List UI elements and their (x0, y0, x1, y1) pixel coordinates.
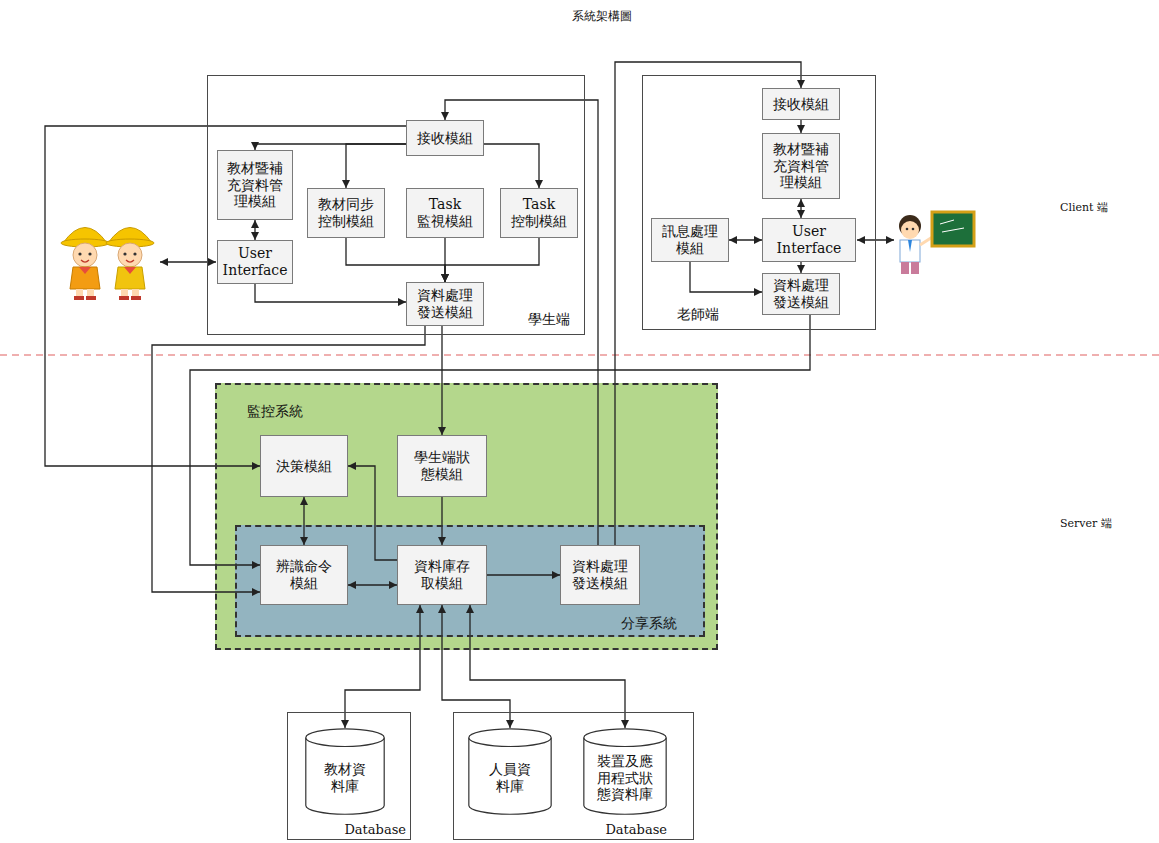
module-box: 訊息處理模組 (651, 218, 729, 262)
connector (346, 238, 445, 282)
connector (303, 497, 304, 545)
connector (690, 262, 762, 292)
connector (800, 199, 801, 218)
connector (729, 239, 762, 240)
box-label: 教材暨補充資料管理模組 (769, 141, 833, 191)
connector (45, 126, 406, 466)
group-box: 監控系統決策模組 學生端狀態模組分享系統 辨識命令模組 資料庫存取模組 資料處理發送模組 (215, 383, 718, 650)
group-box: Database 教材資料庫 (287, 712, 411, 840)
group-label: Database (344, 822, 406, 838)
cylinder-top (469, 729, 551, 747)
group-box: 學生端 接收模組教材暨補充資料管理模組教材同步控制模組 Task 監視模組 Task … (207, 75, 585, 335)
module-box: 教材同步控制模組 (307, 188, 385, 238)
box-label: Task 監視模組 (413, 196, 477, 230)
box-label: 學生端狀態模組 (412, 449, 472, 483)
box-label: 資料處理發送模組 (413, 287, 477, 321)
side-label: Server 端 (1060, 516, 1112, 531)
cylinder-top (584, 729, 666, 747)
box-label: 決策模組 (276, 458, 332, 475)
database-cylinder: 人員資料庫 (468, 728, 552, 816)
region-fill (215, 383, 718, 650)
module-box: 學生端狀態模組 (397, 435, 487, 497)
box-label: User Interface (769, 223, 849, 257)
connector (470, 605, 625, 728)
connector (484, 144, 539, 188)
module-box: 資料庫存取模組 (397, 545, 487, 605)
module-box: User Interface (762, 218, 856, 262)
group-box: Database 人員資料庫 裝置及應用程式狀態資料庫 (453, 712, 694, 840)
module-box: User Interface (217, 240, 293, 284)
database-cylinder: 教材資料庫 (305, 728, 385, 816)
box-label: 接收模組 (773, 96, 829, 113)
group-label: 老師端 (677, 306, 719, 323)
box-label: 辨識命令模組 (275, 558, 333, 592)
side-label: Client 端 (1060, 200, 1108, 215)
box-label: 接收模組 (417, 130, 473, 147)
group-label: Database (605, 822, 667, 838)
module-box: 接收模組 (406, 120, 484, 156)
connector (348, 584, 397, 585)
group-label: 學生端 (528, 311, 570, 328)
box-label: 資料處理發送模組 (769, 277, 833, 311)
connector (800, 120, 801, 133)
diagram-title: 系統架構圖 (572, 8, 632, 25)
box-label: 教材暨補充資料管理模組 (224, 160, 286, 210)
box-label: 資料處理發送模組 (569, 558, 631, 592)
chalkboard (932, 212, 974, 246)
connector (255, 284, 406, 302)
module-box: 教材暨補充資料管理模組 (217, 150, 293, 220)
module-box: 決策模組 (260, 435, 348, 497)
box-label: 教材資料庫 (319, 761, 371, 795)
box-label: 資料庫存取模組 (412, 558, 472, 592)
connector (442, 605, 510, 728)
cylinder-body (469, 738, 551, 815)
module-box: 資料處理發送模組 (560, 545, 640, 605)
group-box: 分享系統 辨識命令模組 資料庫存取模組 資料處理發送模組 (235, 525, 705, 637)
module-box: 接收模組 (762, 88, 840, 120)
box-label: 訊息處理模組 (658, 223, 722, 257)
connector (254, 220, 255, 240)
cylinder-body (306, 738, 384, 815)
connector (445, 238, 539, 282)
module-box: 資料處理發送模組 (762, 273, 840, 315)
connector (487, 574, 560, 575)
database-cylinder: 裝置及應用程式狀態資料庫 (583, 728, 667, 816)
module-box: 資料處理發送模組 (406, 282, 484, 326)
cylinder-top (306, 729, 384, 747)
connector (346, 144, 406, 188)
module-box: Task 監視模組 (406, 188, 484, 238)
cylinder-body (584, 738, 666, 815)
box-label: 裝置及應用程式狀態資料庫 (597, 753, 653, 803)
box-label: 教材同步控制模組 (314, 196, 378, 230)
student-figure (61, 228, 109, 301)
box-label: 人員資料庫 (486, 761, 534, 795)
group-label: 分享系統 (621, 615, 677, 632)
connector (348, 466, 397, 560)
module-box: 教材暨補充資料管理模組 (762, 133, 840, 199)
box-label: User Interface (223, 245, 288, 279)
group-label: 監控系統 (247, 403, 303, 420)
connector (441, 497, 442, 545)
group-box: 老師端 接收模組教材暨補充資料管理模組訊息處理模組 User Interface 資料… (642, 75, 876, 330)
connector (345, 605, 420, 728)
module-box: Task 控制模組 (500, 188, 578, 238)
connector (800, 262, 801, 273)
connector (441, 326, 442, 435)
box-label: Task 控制模組 (507, 196, 571, 230)
module-box: 辨識命令模組 (260, 545, 348, 605)
client-server-divider (0, 354, 1159, 355)
student-figure (106, 228, 154, 301)
teacher-figure (899, 215, 934, 274)
